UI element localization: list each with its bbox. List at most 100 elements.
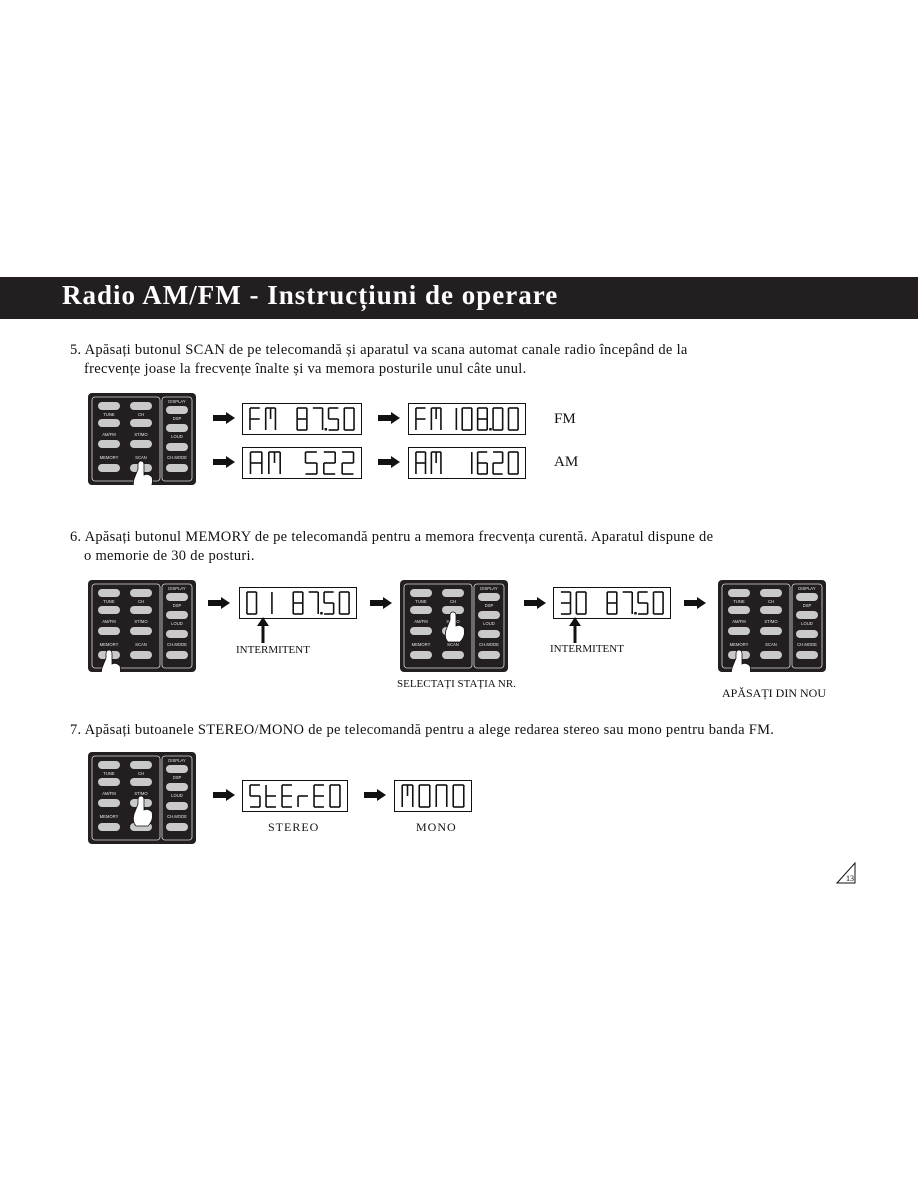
dsp-button — [166, 424, 188, 432]
amfm-button — [410, 627, 432, 635]
remote-label-tune: TUNE — [103, 599, 115, 604]
remote-label-loud: LOUD — [171, 621, 183, 626]
remote-label-display: DISPLAY — [168, 758, 186, 763]
lcd-char — [452, 784, 465, 808]
display-button — [166, 406, 188, 414]
lcd-char — [292, 591, 304, 615]
remote-label-tune: TUNE — [103, 412, 115, 417]
ch-up-button — [442, 589, 464, 597]
step5-text: 5. Apăsați butonul SCAN de pe telecomand… — [70, 341, 688, 379]
tune-down-button — [98, 606, 120, 614]
lcd-display — [408, 403, 526, 435]
lcd-char — [507, 451, 519, 475]
caption-select-station: SELECTAȚI STAȚIA NR. — [397, 678, 516, 690]
tune-down-button — [98, 419, 120, 427]
remote-label-ch: CH — [138, 599, 144, 604]
ch-up-button — [130, 589, 152, 597]
scan-button — [130, 651, 152, 659]
remote-label-stmo: ST/MO — [134, 432, 148, 437]
dsp-button — [166, 783, 188, 791]
lcd-char — [492, 451, 504, 475]
remote-label-tune: TUNE — [103, 771, 115, 776]
remote-label-chmode: CH.MODE — [167, 814, 187, 819]
lcd-char — [312, 407, 328, 431]
remote-label-display: DISPLAY — [480, 586, 498, 591]
remote-label-scan: SCAN — [135, 455, 147, 460]
remote-label-ch: CH — [138, 412, 144, 417]
remote-label-ch: CH — [138, 771, 144, 776]
dsp-button — [166, 611, 188, 619]
remote-label-amfm: AM/FM — [102, 791, 116, 796]
lcd-char — [415, 451, 427, 474]
finger-press-icon — [444, 611, 465, 643]
lcd-char — [401, 784, 414, 807]
lcd-char — [476, 407, 492, 431]
stmo-button — [760, 627, 782, 635]
remote-label-loud: LOUD — [801, 621, 813, 626]
lcd-char — [323, 451, 336, 475]
remote-label-memory: MEMORY — [412, 642, 431, 647]
ch-down-button — [130, 778, 152, 786]
right-arrow-icon — [213, 789, 235, 801]
lcd-char — [507, 407, 519, 431]
remote-label-memory: MEMORY — [100, 642, 119, 647]
remote-label-chmode: CH.MODE — [167, 455, 187, 460]
remote-label-chmode: CH.MODE — [797, 642, 817, 647]
tune-up-button — [410, 589, 432, 597]
remote-label-tune: TUNE — [415, 599, 427, 604]
remote-label-loud: LOUD — [171, 793, 183, 798]
lcd-char — [297, 795, 308, 807]
amfm-button — [98, 799, 120, 807]
lcd-char — [430, 451, 442, 474]
step7-line1: 7. Apăsați butoanele STEREO/MONO de pe t… — [70, 722, 775, 738]
chmode-button — [166, 823, 188, 831]
stmo-button — [130, 627, 152, 635]
lcd-char — [435, 784, 448, 807]
remote-label-dsp: DSP — [485, 603, 494, 608]
ch-down-button — [760, 606, 782, 614]
ch-up-button — [130, 402, 152, 410]
right-arrow-icon — [370, 597, 392, 609]
remote-label-stmo: ST/MO — [134, 791, 148, 796]
page-number-badge: 13 — [836, 862, 856, 884]
remote-label-loud: LOUD — [483, 621, 495, 626]
chmode-button — [166, 464, 188, 472]
lcd-char — [418, 784, 431, 808]
up-arrow-icon — [569, 617, 581, 643]
dsp-button — [478, 611, 500, 619]
remote-label-loud: LOUD — [171, 434, 183, 439]
remote-label-amfm: AM/FM — [414, 619, 428, 624]
step6-line1: 6. Apăsați butonul MEMORY de pe telecoma… — [70, 529, 714, 545]
loud-button — [478, 630, 500, 638]
lcd-char — [430, 407, 442, 430]
finger-press-icon — [132, 795, 153, 827]
step5-line1: 5. Apăsați butonul SCAN de pe telecomand… — [70, 342, 688, 358]
remote-label-memory: MEMORY — [730, 642, 749, 647]
lcd-char — [329, 784, 341, 808]
remote-label-stmo: ST/MO — [764, 619, 778, 624]
remote-label-memory: MEMORY — [100, 455, 119, 460]
lcd-char — [637, 591, 649, 615]
remote-label-display: DISPLAY — [798, 586, 816, 591]
remote-label-amfm: AM/FM — [102, 432, 116, 437]
tune-up-button — [728, 589, 750, 597]
lcd-char — [415, 407, 426, 430]
title-bar: Radio AM/FM - Instrucțiuni de operare — [0, 277, 918, 319]
caption-press-again: APĂSAȚI DIN NOU — [722, 686, 826, 700]
tune-up-button — [98, 402, 120, 410]
scan-button — [760, 651, 782, 659]
lcd-char — [461, 407, 473, 431]
caption-blink: INTERMITENT — [550, 643, 624, 655]
lcd-display — [242, 780, 348, 812]
tune-up-button — [98, 589, 120, 597]
loud-button — [166, 443, 188, 451]
right-arrow-icon — [213, 456, 235, 468]
memory-button — [98, 823, 120, 831]
lcd-char — [265, 785, 276, 808]
lcd-char — [327, 407, 340, 431]
loud-button — [166, 802, 188, 810]
band-label-fm: FM — [554, 411, 576, 427]
lcd-display — [242, 447, 362, 479]
right-arrow-icon — [208, 597, 230, 609]
